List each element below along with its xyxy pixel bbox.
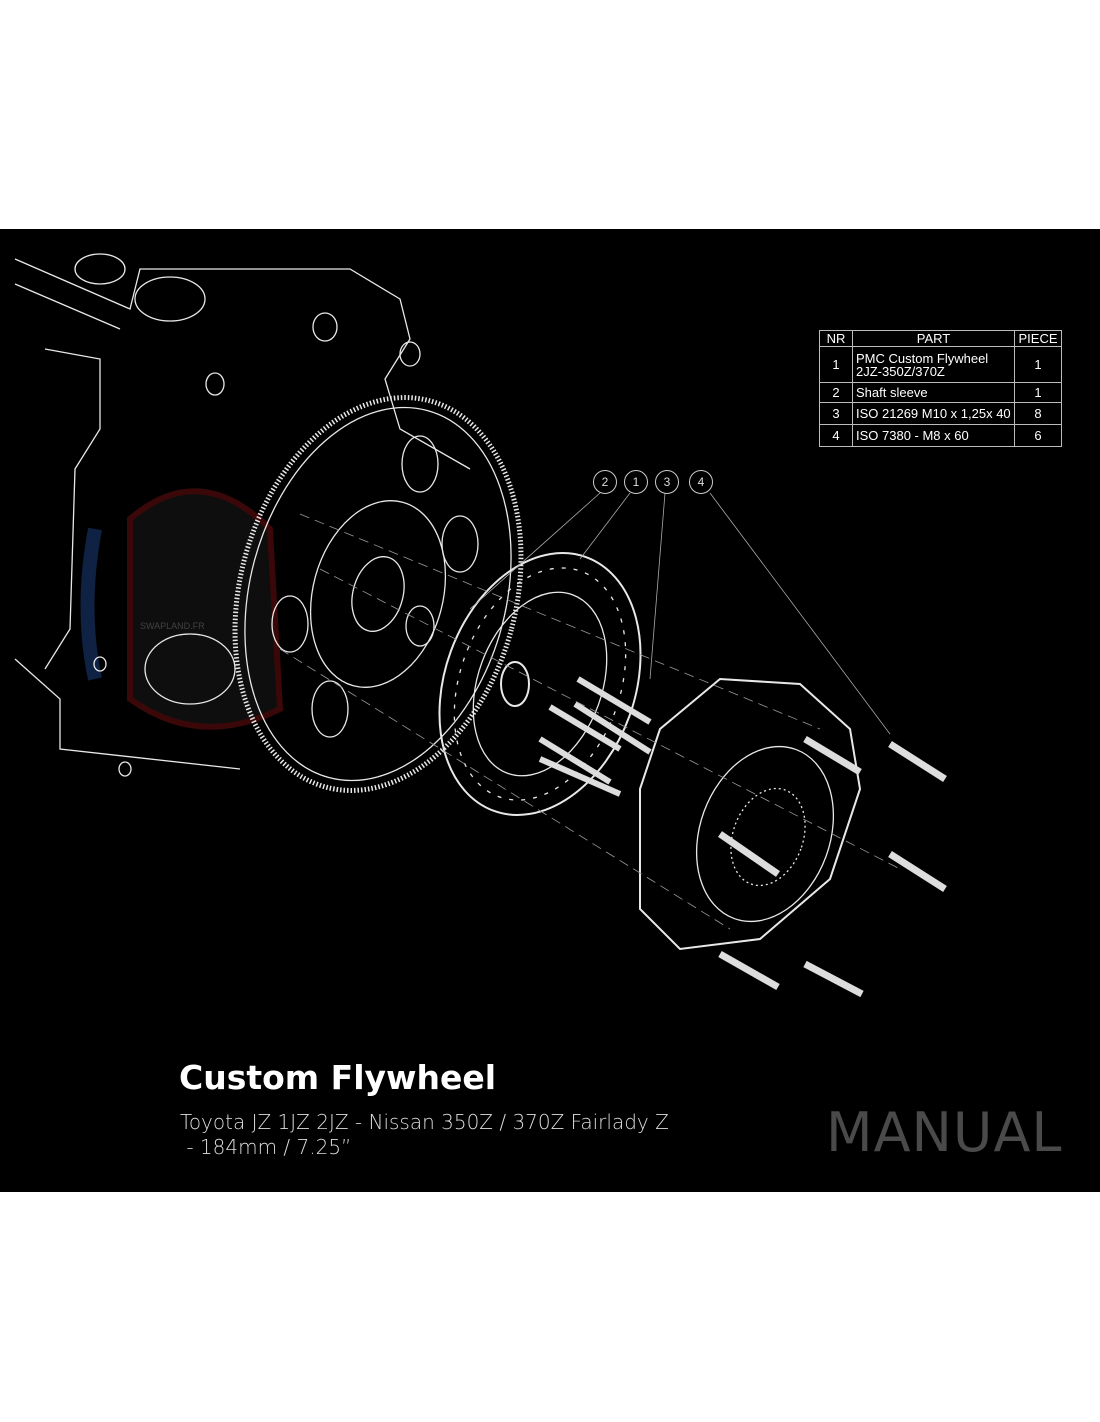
table-header: NR PART PIECE (819, 330, 1062, 347)
diagram-panel: SWAPLAND.FR (0, 229, 1100, 1192)
cell-nr: 4 (819, 424, 853, 447)
clutch-bolts (718, 735, 947, 998)
cell-nr: 1 (819, 346, 853, 383)
flywheel-bolts (538, 676, 652, 797)
header-part: PART (852, 330, 1015, 347)
cell-part: ISO 7380 - M8 x 60 (852, 424, 1015, 447)
callout-3: 3 (655, 470, 679, 494)
exploded-flywheel-drawing: SWAPLAND.FR (14, 253, 947, 998)
manual-badge: MANUAL (826, 1101, 1063, 1164)
product-title: Custom Flywheel (179, 1058, 497, 1097)
table-row: 2 Shaft sleeve 1 (819, 382, 1062, 403)
cell-piece: 8 (1014, 402, 1062, 425)
guide-lines (279, 513, 901, 930)
svg-text:SWAPLAND.FR: SWAPLAND.FR (140, 621, 205, 631)
cell-nr: 2 (819, 382, 853, 403)
engine-block (14, 253, 471, 777)
callout-2: 2 (593, 470, 617, 494)
table-row: 4 ISO 7380 - M8 x 60 6 (819, 424, 1062, 447)
callout-4: 4 (689, 470, 713, 494)
callout-1: 1 (624, 470, 648, 494)
cell-piece: 1 (1014, 382, 1062, 403)
part-line1: PMC Custom Flywheel (856, 350, 989, 366)
cell-part: ISO 21269 M10 x 1,25x 40 (852, 402, 1015, 425)
cell-part: Shaft sleeve (852, 382, 1015, 403)
product-subtitle: Toyota JZ 1JZ 2JZ - Nissan 350Z / 370Z F… (180, 1110, 669, 1134)
cell-piece: 1 (1014, 346, 1062, 383)
part-line2: 2JZ-350Z/370Z (856, 363, 945, 379)
clutch-assembly (639, 677, 862, 951)
callout-leaders (469, 492, 891, 735)
swapland-logo-watermark: SWAPLAND.FR (80, 488, 284, 730)
ring-gear-flexplate (232, 395, 524, 793)
header-piece: PIECE (1014, 330, 1062, 347)
cell-piece: 6 (1014, 424, 1062, 447)
cell-nr: 3 (819, 402, 853, 425)
product-size: - 184mm / 7.25” (180, 1135, 352, 1159)
table-row: 3 ISO 21269 M10 x 1,25x 40 8 (819, 402, 1062, 425)
header-nr: NR (819, 330, 853, 347)
custom-flywheel (438, 552, 642, 816)
